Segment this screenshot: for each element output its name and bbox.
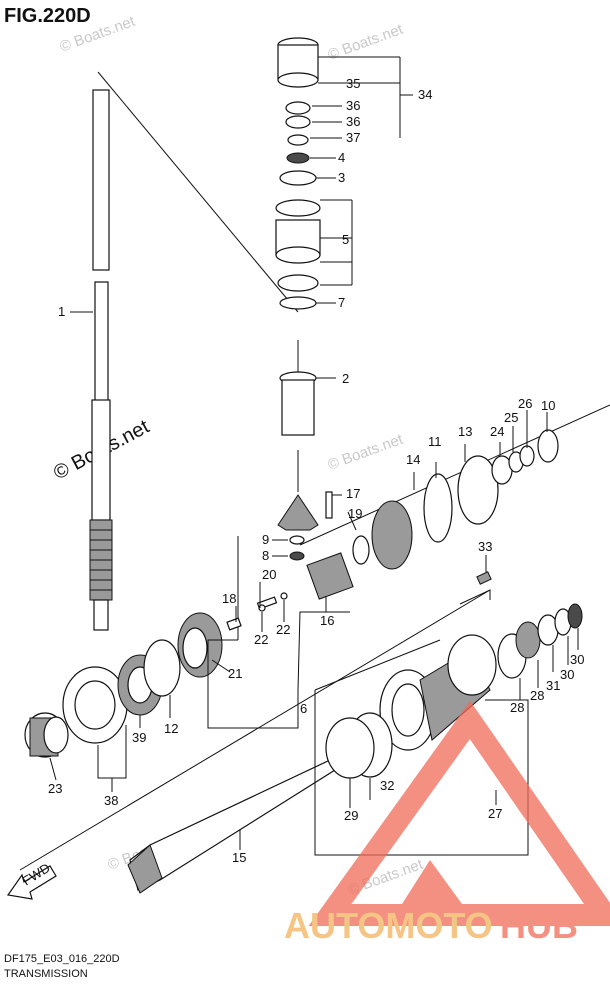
part-label: 28	[530, 688, 544, 703]
section-name: TRANSMISSION	[4, 968, 88, 980]
part-label: 12	[164, 721, 178, 736]
part-label: 23	[48, 781, 62, 796]
watermark-text: © Boats.net	[326, 431, 406, 474]
part-label: 1	[58, 304, 65, 319]
part-number-labels: 1 2 3 4 5 6 7 8 9 10 11 12 13 14 15 16 1…	[48, 76, 584, 865]
part-label: 24	[490, 424, 504, 439]
part-label: 15	[232, 850, 246, 865]
part-label: 2	[342, 371, 349, 386]
part-label: 34	[418, 87, 432, 102]
part-label: 6	[300, 701, 307, 716]
part-label: 16	[320, 613, 334, 628]
part-label: 37	[346, 130, 360, 145]
upper-leaders	[310, 56, 413, 379]
automotohub-logo: AUTOMOTO HUB	[284, 700, 610, 946]
housing-assembly-27	[314, 589, 583, 856]
drive-shaft	[70, 89, 113, 631]
brand-text-right: HUB	[500, 905, 578, 946]
part-label: 39	[132, 730, 146, 745]
drawing-code: DF175_E03_016_220D	[4, 953, 120, 965]
part-label: 32	[380, 778, 394, 793]
part-label: 29	[344, 808, 358, 823]
part-label: 30	[560, 667, 574, 682]
part-label: 35	[346, 76, 360, 91]
part-label: 17	[346, 486, 360, 501]
part-6-bracket	[207, 611, 350, 729]
part-label: 38	[104, 793, 118, 808]
upper-bearing-stack	[275, 37, 321, 436]
brand-text-left: AUTOMOTO	[284, 905, 493, 946]
part-label: 33	[478, 539, 492, 554]
forward-gear-group	[306, 410, 559, 600]
bearing-housing	[24, 639, 181, 792]
part-label: 7	[338, 295, 345, 310]
propeller-shaft	[127, 759, 336, 894]
shift-slider-group	[226, 582, 327, 632]
part-label: 36	[346, 98, 360, 113]
part-label: 13	[458, 424, 472, 439]
part-label: 3	[338, 170, 345, 185]
part-label: 18	[222, 591, 236, 606]
part-label: 21	[228, 666, 242, 681]
part-label: 26	[518, 396, 532, 411]
bolt-33	[476, 555, 492, 585]
part-label: 14	[406, 452, 420, 467]
part-label: 36	[346, 114, 360, 129]
part-label: 20	[262, 567, 276, 582]
part-label: 30	[570, 652, 584, 667]
part-label: 27	[488, 806, 502, 821]
part-label: 9	[262, 532, 269, 547]
reverse-gear	[177, 612, 231, 678]
part-label: 28	[510, 700, 524, 715]
fwd-arrow-icon: FWD	[6, 860, 57, 900]
part-label: 31	[546, 678, 560, 693]
part-label: 25	[504, 410, 518, 425]
figure-title: FIG.220D	[4, 5, 91, 27]
pinion-gear	[272, 491, 342, 561]
part-label: 8	[262, 548, 269, 563]
part-label: 5	[342, 232, 349, 247]
part-label: 10	[541, 398, 555, 413]
part-label: 22	[254, 632, 268, 647]
part-label: 22	[276, 622, 290, 637]
part-label: 11	[428, 434, 442, 449]
part-label: 19	[348, 506, 362, 521]
part-label: 4	[338, 150, 345, 165]
